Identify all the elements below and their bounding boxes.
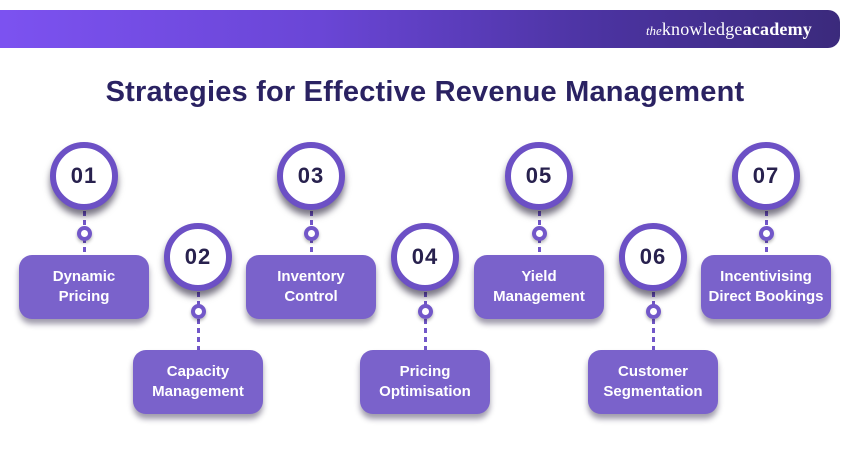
header-bar: theknowledgeacademy [0, 10, 840, 48]
step-circle-05: 05 [505, 142, 573, 210]
step-label-line: Pricing [399, 362, 451, 380]
step-label-line: Optimisation [379, 383, 471, 400]
step-number-03: 03 [297, 163, 325, 188]
step-label-line: Capacity [166, 362, 230, 380]
step-number-01: 01 [70, 163, 98, 188]
step-label-line: Incentivising [720, 267, 812, 285]
step-label-line: Dynamic [52, 267, 116, 285]
step-circle-06: 06 [619, 223, 687, 291]
step-label-line: Management [493, 288, 585, 305]
page-title: Strategies for Effective Revenue Managem… [105, 76, 745, 108]
step-circle-03: 03 [277, 142, 345, 210]
step-circle-07: 07 [732, 142, 800, 210]
step-label-line: Pricing [58, 288, 110, 305]
step-number-02: 02 [184, 244, 212, 269]
step-number-07: 07 [752, 163, 780, 188]
logo-the: the [645, 22, 662, 38]
connector-node-03 [303, 226, 319, 241]
connector-dash-06 [651, 292, 655, 351]
step-label-line: Control [284, 288, 338, 305]
brand-logo: theknowledgeacademy [646, 20, 812, 39]
step-label-01: Dynamic Pricing [19, 255, 149, 319]
step-label-05: Yield Management [474, 255, 604, 319]
step-number-05: 05 [525, 163, 553, 188]
step-label-03: Inventory Control [246, 255, 376, 319]
logo-knowledge: knowledge [661, 18, 743, 39]
connector-dash-02 [196, 292, 200, 351]
step-label-line: Management [152, 383, 244, 400]
connector-node-04 [417, 304, 433, 319]
connector-dash-04 [423, 292, 427, 351]
step-label-line: Direct Bookings [708, 288, 824, 305]
step-circle-02: 02 [164, 223, 232, 291]
step-label-07: Incentivising Direct Bookings [701, 255, 831, 319]
connector-node-02 [190, 304, 206, 319]
logo-academy: academy [742, 18, 812, 39]
step-number-06: 06 [639, 244, 667, 269]
step-label-04: Pricing Optimisation [360, 350, 490, 414]
connector-node-01 [76, 226, 92, 241]
step-label-02: Capacity Management [133, 350, 263, 414]
step-label-06: Customer Segmentation [588, 350, 718, 414]
step-label-line: Inventory [277, 267, 345, 285]
step-number-04: 04 [411, 244, 439, 269]
connector-node-05 [531, 226, 547, 241]
step-circle-01: 01 [50, 142, 118, 210]
step-label-line: Segmentation [603, 383, 703, 400]
connector-node-06 [645, 304, 661, 319]
connector-node-07 [758, 226, 774, 241]
step-label-line: Yield [521, 267, 557, 285]
step-circle-04: 04 [391, 223, 459, 291]
step-label-line: Customer [617, 362, 688, 380]
